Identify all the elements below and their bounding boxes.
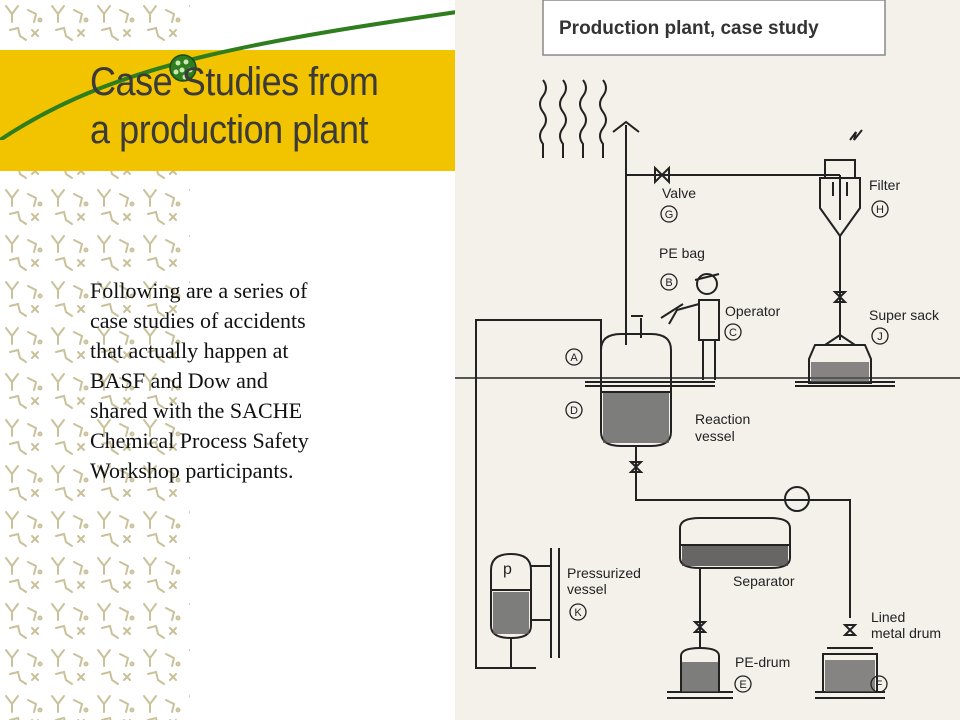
slide-body-text: Following are a series of case studies o… <box>90 276 420 486</box>
tag-d: D <box>570 405 578 417</box>
diagram-heading-box <box>542 0 886 56</box>
body-line: Chemical Process Safety <box>90 428 309 453</box>
tag-j: J <box>877 331 883 343</box>
tag-a: A <box>570 352 578 364</box>
production-plant-diagram: Production plant, case study <box>455 0 960 720</box>
tag-b: B <box>665 277 672 289</box>
title-banner <box>0 50 455 171</box>
body-line: BASF and Dow and <box>90 368 268 393</box>
body-line: Workshop participants. <box>90 458 294 483</box>
operator-label: Operator <box>725 303 781 319</box>
tag-e: E <box>739 679 746 691</box>
reaction-vessel-label-1: Reaction <box>695 411 750 427</box>
body-line: shared with the SACHE <box>90 398 303 423</box>
reaction-vessel-label-2: vessel <box>695 428 735 444</box>
pressurized-vessel-label-1: Pressurized <box>567 565 641 581</box>
pe-bag-label: PE bag <box>659 245 705 261</box>
lined-drum-label-2: metal drum <box>871 625 941 641</box>
tag-c: C <box>729 327 737 339</box>
operator-figure <box>660 273 720 380</box>
lined-drum-label-1: Lined <box>871 609 905 625</box>
pressurized-vessel-label-2: vessel <box>567 581 607 597</box>
separator-label: Separator <box>733 573 795 589</box>
dotted-ball-icon <box>169 54 197 82</box>
tag-f: F <box>876 679 883 691</box>
super-sack-label: Super sack <box>869 307 940 323</box>
filter-label: Filter <box>869 177 900 193</box>
tag-g: G <box>665 209 674 221</box>
pressure-p-label: p <box>503 561 512 578</box>
valve-label: Valve <box>662 185 696 201</box>
slide-title-line-1: Case Studies from <box>90 60 379 104</box>
diagram-heading: Production plant, case study <box>559 18 819 39</box>
slide-title-line-2: a production plant <box>90 108 369 152</box>
tag-k: K <box>574 607 582 619</box>
body-line: Following are a series of <box>90 278 308 303</box>
body-line: that actually happen at <box>90 338 289 363</box>
pe-drum-label: PE-drum <box>735 654 790 670</box>
decorative-green-line <box>0 0 541 140</box>
tag-h: H <box>876 204 884 216</box>
body-line: case studies of accidents <box>90 308 306 333</box>
slide-title: Case Studies from a production plant <box>90 58 450 154</box>
